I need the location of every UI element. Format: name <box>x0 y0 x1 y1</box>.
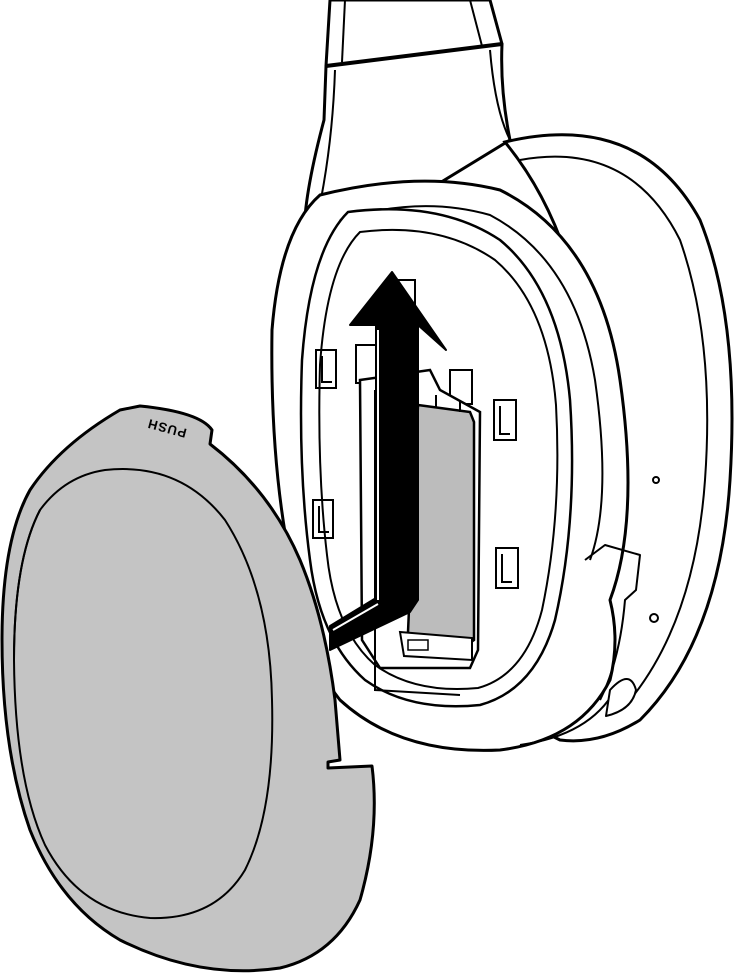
ear-cover <box>0 404 376 973</box>
clip-slots <box>312 279 519 589</box>
battery <box>398 395 476 662</box>
insert-arrow-icon <box>329 271 447 651</box>
